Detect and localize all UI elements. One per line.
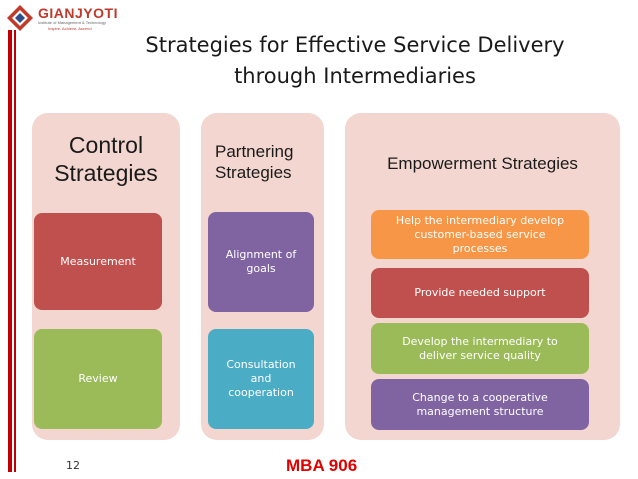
cooperative-structure-box: Change to a cooperative management struc… [371,379,589,430]
slide-title-line1: Strategies for Effective Service Deliver… [145,33,565,57]
slide-title: Strategies for Effective Service Deliver… [100,30,610,92]
left-accent-bar [8,30,12,472]
slide-number: 12 [66,459,80,472]
partnering-strategies-title: Partnering Strategies [215,142,294,182]
review-box: Review [34,329,162,429]
empowerment-strategies-panel: Empowerment Strategies Help the intermed… [345,113,620,440]
empowerment-strategies-title: Empowerment Strategies [387,154,578,173]
needed-support-box: Provide needed support [371,268,589,318]
alignment-of-goals-box: Alignment of goals [208,212,314,312]
develop-service-quality-box: Develop the intermediary to deliver serv… [371,323,589,374]
course-code: MBA 906 [286,456,358,475]
control-strategies-panel: Control Strategies Measurement Review [32,113,180,440]
logo-tagline: Inspire. Achieve. Ascend [48,26,92,31]
consultation-cooperation-box: Consultation and cooperation [208,329,314,429]
logo-emblem-icon [7,5,33,31]
partnering-strategies-panel: Partnering Strategies Alignment of goals… [201,113,324,440]
slide-title-line2: through Intermediaries [234,64,476,88]
control-strategies-title: Control Strategies [54,132,158,186]
left-accent-line [14,30,16,472]
measurement-box: Measurement [34,213,162,310]
logo-name: GIANJYOTI [38,5,118,21]
institute-logo: GIANJYOTI Institute of Management & Tech… [6,4,117,34]
logo-subtitle: Institute of Management & Technology [38,20,106,25]
develop-processes-box: Help the intermediary develop customer-b… [371,210,589,259]
